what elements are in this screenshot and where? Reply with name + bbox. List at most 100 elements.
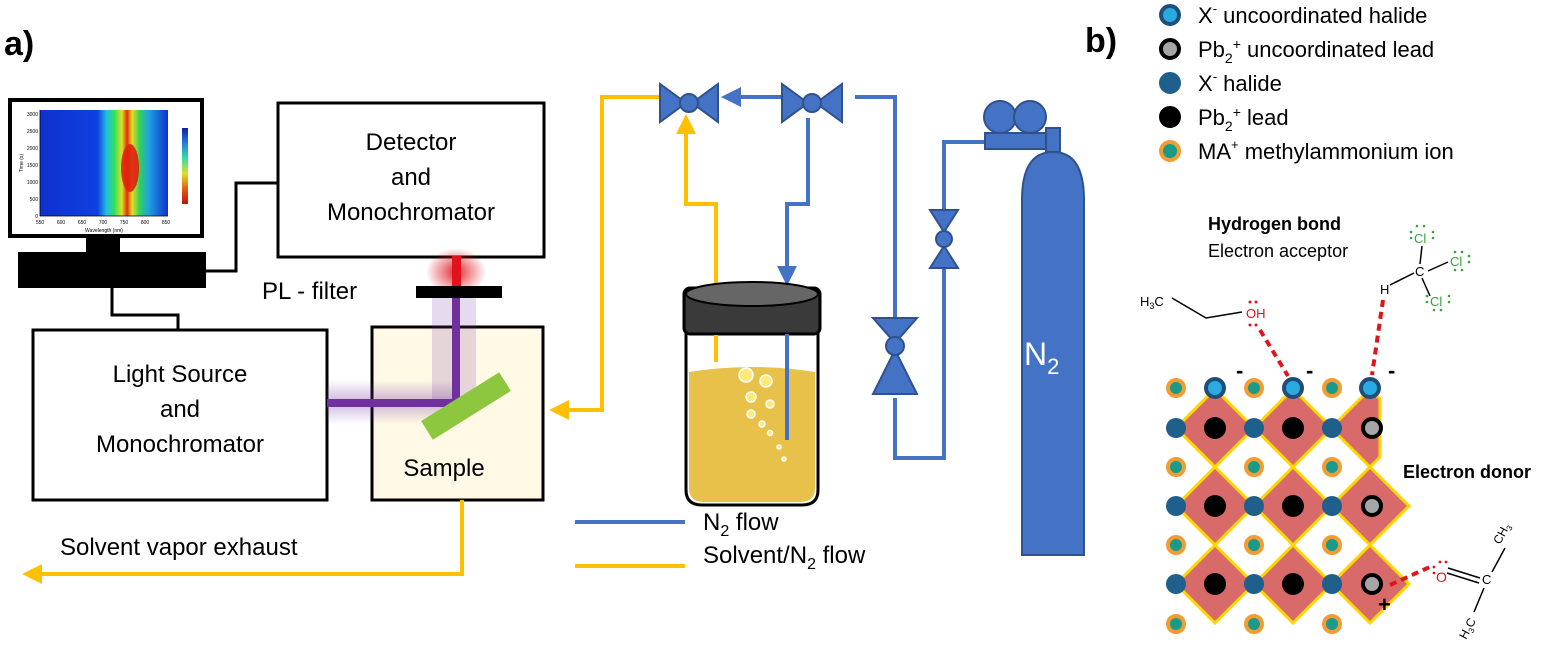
legend-entry: Pb2+ uncoordinated lead	[1159, 36, 1434, 66]
legend-entry: Pb2+ lead	[1159, 104, 1289, 134]
chloroform-molecule: H C Cl Cl Cl	[1370, 224, 1471, 376]
monitor-ytick: 2000	[27, 146, 38, 152]
chloroform-cl-right: Cl	[1450, 254, 1462, 269]
detector-line-3: Monochromator	[327, 199, 495, 226]
halide-atom	[1166, 574, 1186, 594]
methylammonium-ion	[1244, 457, 1264, 477]
halide-atom	[1322, 574, 1342, 594]
chloroform-h: H	[1380, 282, 1389, 297]
monitor-ytick: 1000	[27, 180, 38, 186]
solvent-flow-to-sample	[549, 95, 663, 420]
light-source-line-2: and	[160, 396, 200, 423]
lead-atom	[1204, 573, 1226, 595]
exhaust-label: Solvent vapor exhaust	[60, 534, 298, 561]
methylammonium-ion	[1166, 457, 1186, 477]
pl-filter	[416, 286, 502, 298]
monitor: Time (s) Wavelength (nm) 300025002000150…	[8, 98, 206, 288]
lead-atom	[1282, 417, 1304, 439]
monitor-xtick: 800	[141, 220, 150, 226]
bubbles	[738, 367, 787, 462]
electron-acceptor-label: Electron acceptor	[1208, 241, 1348, 261]
lattice-atoms	[1166, 377, 1383, 634]
monitor-xlabel: Wavelength (nm)	[85, 228, 123, 234]
electron-donor-label: Electron donor	[1403, 462, 1531, 482]
uncoordinated-lead-atom	[1361, 495, 1383, 517]
sample-substrate	[421, 372, 511, 440]
ethanol-molecule: H3C OH	[1140, 294, 1290, 378]
halide-atom	[1322, 418, 1342, 438]
monitor-xtick: 750	[120, 220, 129, 226]
valve-vertical-left	[870, 317, 920, 395]
monitor-heatmap-plot: Time (s) Wavelength (nm) 300025002000150…	[19, 110, 188, 234]
methylammonium-ion	[1322, 614, 1342, 634]
light-source-box: Light Source and Monochromator	[31, 328, 329, 502]
legend-label: Pb2+ uncoordinated lead	[1198, 36, 1434, 66]
panel-a-label: a)	[4, 25, 34, 63]
halide-atom	[1166, 496, 1186, 516]
halide-atom	[1244, 574, 1264, 594]
acetone-ch3-top: CH3	[1490, 520, 1515, 547]
methylammonium-ion	[1166, 535, 1186, 555]
methylammonium-ion	[1322, 457, 1342, 477]
pl-filter-label: PL - filter	[262, 278, 357, 305]
legend-marker	[1159, 140, 1181, 162]
pl-beam	[426, 248, 486, 296]
valve-vertical-right	[928, 209, 960, 269]
legend-marker	[1159, 106, 1181, 128]
legend-entry: MA+ methylammonium ion	[1159, 137, 1454, 164]
light-source-line-3: Monochromator	[96, 431, 264, 458]
monitor-ytick: 1500	[27, 163, 38, 169]
n2-line-loop	[893, 268, 946, 460]
n2-line-into-vial	[777, 118, 810, 286]
methylammonium-ion	[1322, 378, 1342, 398]
flow-legend-n2-label: N2 flow	[703, 509, 779, 540]
charge-minus-3: -	[1388, 358, 1395, 383]
acetone-o: O	[1436, 569, 1447, 585]
valve-left	[659, 82, 719, 124]
charge-plus: +	[1378, 592, 1391, 617]
ethanol-oh: OH	[1246, 306, 1266, 321]
ethanol-h3c: H3C	[1140, 294, 1164, 311]
monitor-lightsource-wire	[110, 288, 180, 330]
monitor-ylabel: Time (s)	[19, 154, 25, 172]
methylammonium-ion	[1166, 614, 1186, 634]
lead-atom	[1282, 495, 1304, 517]
lead-atom	[1282, 573, 1304, 595]
monitor-xtick: 650	[78, 220, 87, 226]
n2-line-to-cylinder	[942, 140, 990, 210]
octahedra-group	[1173, 386, 1412, 626]
detector-box: Detector and Monochromator	[276, 101, 546, 259]
monitor-detector-wire	[206, 181, 278, 273]
charge-minus-2: -	[1306, 358, 1313, 383]
halide-atom	[1166, 418, 1186, 438]
methylammonium-ion	[1244, 535, 1264, 555]
bubbler-vial	[682, 281, 822, 507]
laser-beam	[327, 298, 476, 424]
methylammonium-ion	[1322, 535, 1342, 555]
cylinder-label: N2	[1024, 336, 1059, 379]
methylammonium-ion	[1244, 378, 1264, 398]
perovskite-lattice	[1155, 377, 1412, 640]
methylammonium-ion	[1166, 378, 1186, 398]
valve-right	[781, 82, 843, 124]
exhaust-flow-line	[22, 500, 464, 584]
uncoordinated-halide-atom	[1359, 377, 1381, 399]
n2-cylinder: N2	[983, 100, 1085, 556]
lead-atom	[1204, 495, 1226, 517]
chloroform-cl-top: Cl	[1414, 231, 1426, 246]
uncoordinated-halide-atom	[1204, 377, 1226, 399]
n2-line-valve-down	[855, 95, 897, 318]
halide-atom	[1244, 418, 1264, 438]
monitor-xtick: 700	[99, 220, 108, 226]
lead-atom	[1204, 417, 1226, 439]
uncoordinated-lead-atom	[1361, 417, 1383, 439]
uncoordinated-lead-atom	[1361, 573, 1383, 595]
monitor-xtick: 550	[36, 220, 45, 226]
chloroform-cl-bottom: Cl	[1430, 294, 1442, 309]
halide-atom	[1322, 496, 1342, 516]
sample-label: Sample	[403, 455, 484, 482]
methylammonium-ion	[1244, 614, 1264, 634]
halide-atom	[1244, 496, 1264, 516]
